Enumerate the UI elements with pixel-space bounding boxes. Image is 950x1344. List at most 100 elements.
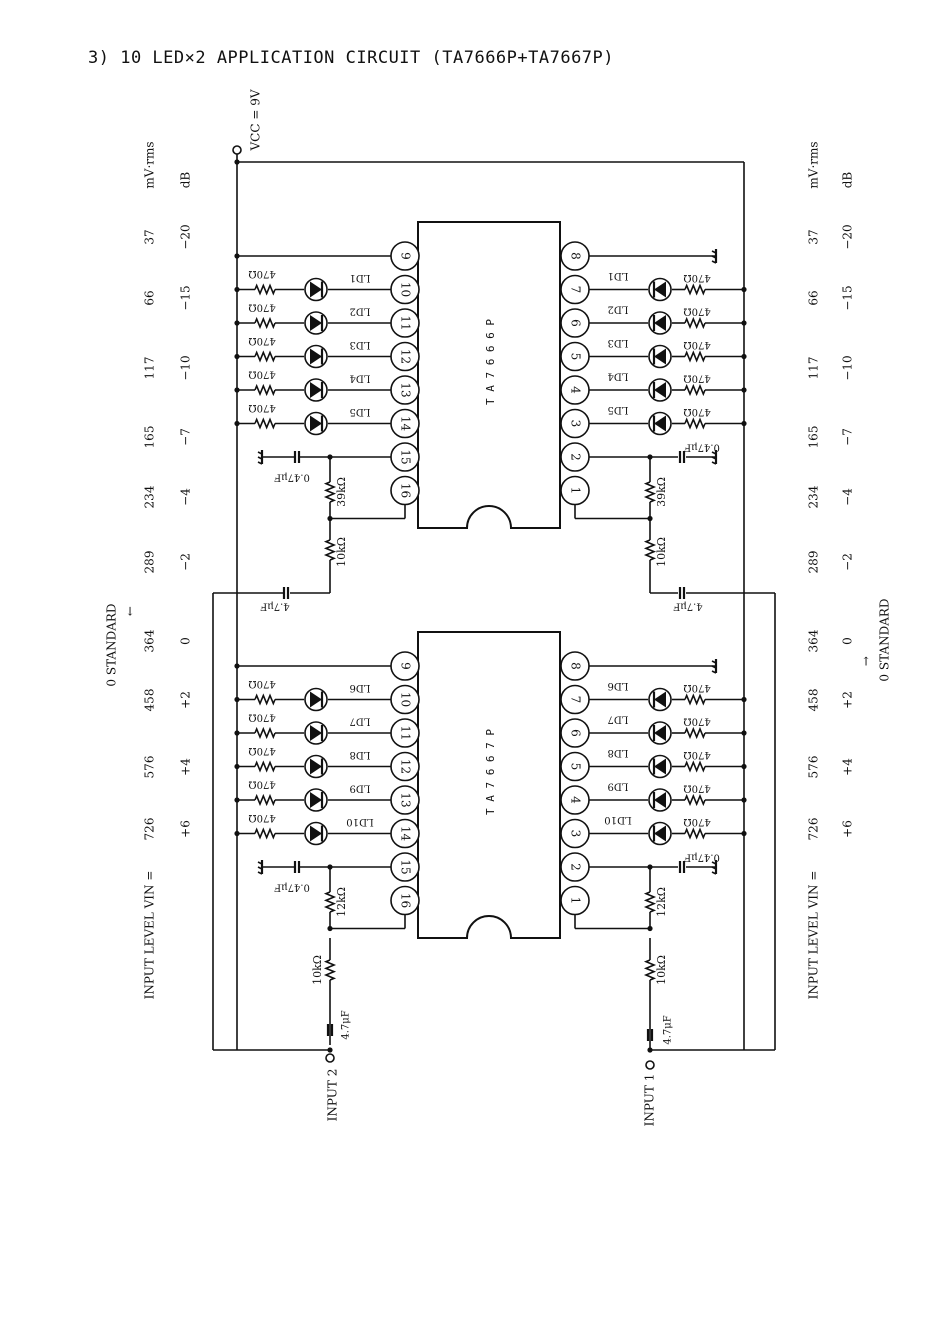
led-label: LD5	[349, 406, 370, 417]
resistor-470	[684, 417, 706, 430]
resistor-label: 470Ω	[248, 335, 275, 346]
page-title: 3) 10 LED×2 APPLICATION CIRCUIT (TA7666P…	[88, 48, 615, 68]
resistor-470	[684, 760, 706, 773]
led-LD2	[310, 315, 322, 331]
ground-icon	[257, 461, 263, 465]
mv-value: 117	[143, 357, 157, 380]
led-LD2	[654, 315, 666, 331]
input-level-label: INPUT LEVEL VIN =	[143, 871, 157, 1000]
led-label: LD7	[349, 716, 370, 727]
resistor-label: 470Ω	[248, 779, 275, 790]
ic-body	[417, 631, 561, 939]
pin-number: 13	[399, 382, 413, 397]
led-label: LD8	[349, 749, 370, 760]
junction-dot	[234, 353, 240, 360]
junction-dot	[647, 1047, 653, 1053]
vcc-terminal-icon	[232, 145, 242, 155]
resistor-label: 470Ω	[248, 678, 275, 689]
pin-number: 9	[399, 662, 413, 670]
pin-number: 4	[569, 796, 583, 804]
resistor-470	[684, 283, 706, 296]
led-LD9	[654, 792, 666, 808]
led-label: LD6	[607, 680, 628, 691]
ground-icon	[257, 866, 263, 870]
pin-number: 12	[399, 759, 413, 774]
pin-number: 1	[569, 487, 583, 495]
led-label: LD3	[607, 337, 628, 348]
db-value: −4	[841, 488, 855, 506]
led-label: LD4	[607, 371, 628, 382]
pin-number: 2	[569, 863, 583, 871]
junction-dot	[647, 515, 653, 522]
resistor-470	[254, 283, 276, 296]
resistor-label: 470Ω	[248, 369, 275, 380]
db-value: +4	[841, 758, 855, 776]
ic-name: T A 7 6 6 6 P	[484, 319, 497, 405]
standard-arrow-left: ↓	[125, 605, 135, 619]
resistor-top	[643, 891, 657, 913]
resistor-label: 10kΩ	[335, 537, 348, 567]
led-label: LD10	[346, 816, 373, 827]
pin-number: 11	[399, 725, 413, 740]
led-LD3	[654, 348, 666, 365]
led-label: LD10	[604, 814, 631, 825]
junction-dot	[234, 763, 240, 770]
pin-number: 10	[399, 282, 413, 297]
pin-number: 3	[569, 830, 583, 838]
db-value: −20	[179, 224, 193, 249]
resistor-470	[254, 693, 276, 706]
led-label: LD2	[607, 304, 628, 315]
led-LD1	[654, 281, 666, 298]
db-value: −2	[841, 553, 855, 571]
standard-label-left: 0 STANDARD	[105, 603, 119, 686]
db-value: +6	[841, 820, 855, 838]
mv-value: 165	[143, 426, 157, 449]
pin-number: 5	[569, 353, 583, 361]
db-value: −7	[841, 428, 855, 446]
resistor-label: 470Ω	[248, 745, 275, 756]
input1-terminal-icon	[645, 1060, 655, 1070]
resistor-label: 470Ω	[683, 749, 710, 760]
resistor-470	[254, 350, 276, 363]
junction-dot	[741, 763, 747, 770]
capacitor-label: 4.7μF	[663, 1015, 674, 1044]
table-header-mv: mV·rms	[143, 141, 157, 188]
junction-dot	[234, 253, 240, 259]
pin-number: 1	[569, 897, 583, 905]
capacitor-label: 0.47μF	[274, 472, 310, 483]
pin-number: 6	[569, 319, 583, 327]
mv-value: 66	[807, 290, 821, 305]
ground-icon	[711, 461, 717, 465]
led-LD8	[310, 758, 322, 775]
ground-icon	[257, 871, 263, 875]
resistor-label: 470Ω	[683, 783, 710, 794]
junction-dot	[741, 797, 747, 803]
capacitor-label: 4.7μF	[260, 601, 289, 612]
led-LD10	[310, 825, 322, 842]
db-value: −7	[179, 428, 193, 446]
capacitor-label: 0.47μF	[684, 852, 720, 863]
ground-icon	[711, 260, 717, 264]
mv-value: 37	[807, 229, 821, 244]
pin-number: 8	[569, 662, 583, 670]
table-header-db: dB	[179, 172, 193, 189]
resistor-label: 470Ω	[683, 306, 710, 317]
db-value: −2	[179, 553, 193, 571]
capacitor-label: 0.47μF	[684, 442, 720, 453]
db-value: 0	[841, 637, 855, 645]
led-label: LD1	[349, 272, 370, 283]
resistor-470	[684, 827, 706, 840]
led-label: LD9	[607, 781, 628, 792]
led-LD1	[310, 281, 322, 298]
capacitor-label: 0.47μF	[274, 882, 310, 893]
resistor-label: 470Ω	[683, 816, 710, 827]
junction-dot	[741, 696, 747, 703]
resistor-label: 470Ω	[248, 812, 275, 823]
standard-arrow-right: ↑	[861, 655, 871, 669]
resistor-470	[684, 383, 706, 397]
pin-number: 16	[399, 893, 413, 908]
junction-dot	[741, 286, 747, 293]
junction-dot	[234, 286, 240, 293]
ground-icon	[711, 255, 717, 259]
